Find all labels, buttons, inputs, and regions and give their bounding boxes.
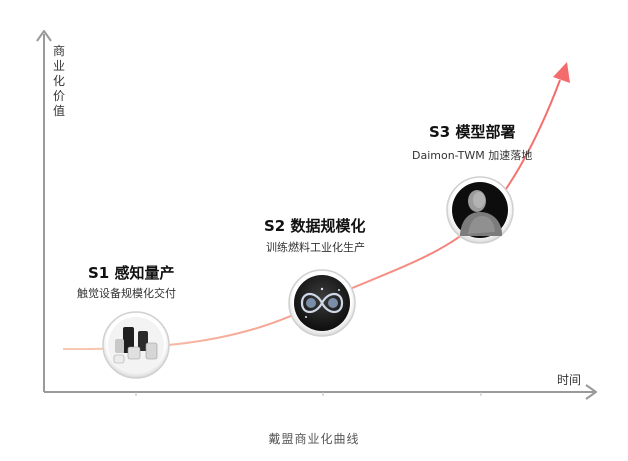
stage-1-title: S1 感知量产: [88, 264, 175, 282]
stage-3-title: S3 模型部署: [429, 123, 516, 141]
devices-icon: [102, 311, 170, 379]
growth-curve: [62, 79, 561, 351]
curve-arrowhead: [553, 62, 570, 83]
x-axis: [44, 384, 597, 400]
x-axis-label: 时间: [557, 373, 582, 387]
y-axis-label: 商业化价值: [52, 44, 65, 118]
stage-3-desc: Daimon-TWM 加速落地: [412, 149, 533, 162]
stage-2-desc: 训练燃料工业化生产: [266, 241, 365, 254]
infinity-data-icon: [288, 269, 356, 337]
figure-caption: 戴盟商业化曲线: [268, 432, 360, 446]
stage-1-desc: 触觉设备规模化交付: [77, 287, 176, 300]
humanoid-icon: [446, 176, 514, 244]
stage-2-title: S2 数据规模化: [264, 217, 366, 235]
y-axis: [36, 30, 52, 392]
